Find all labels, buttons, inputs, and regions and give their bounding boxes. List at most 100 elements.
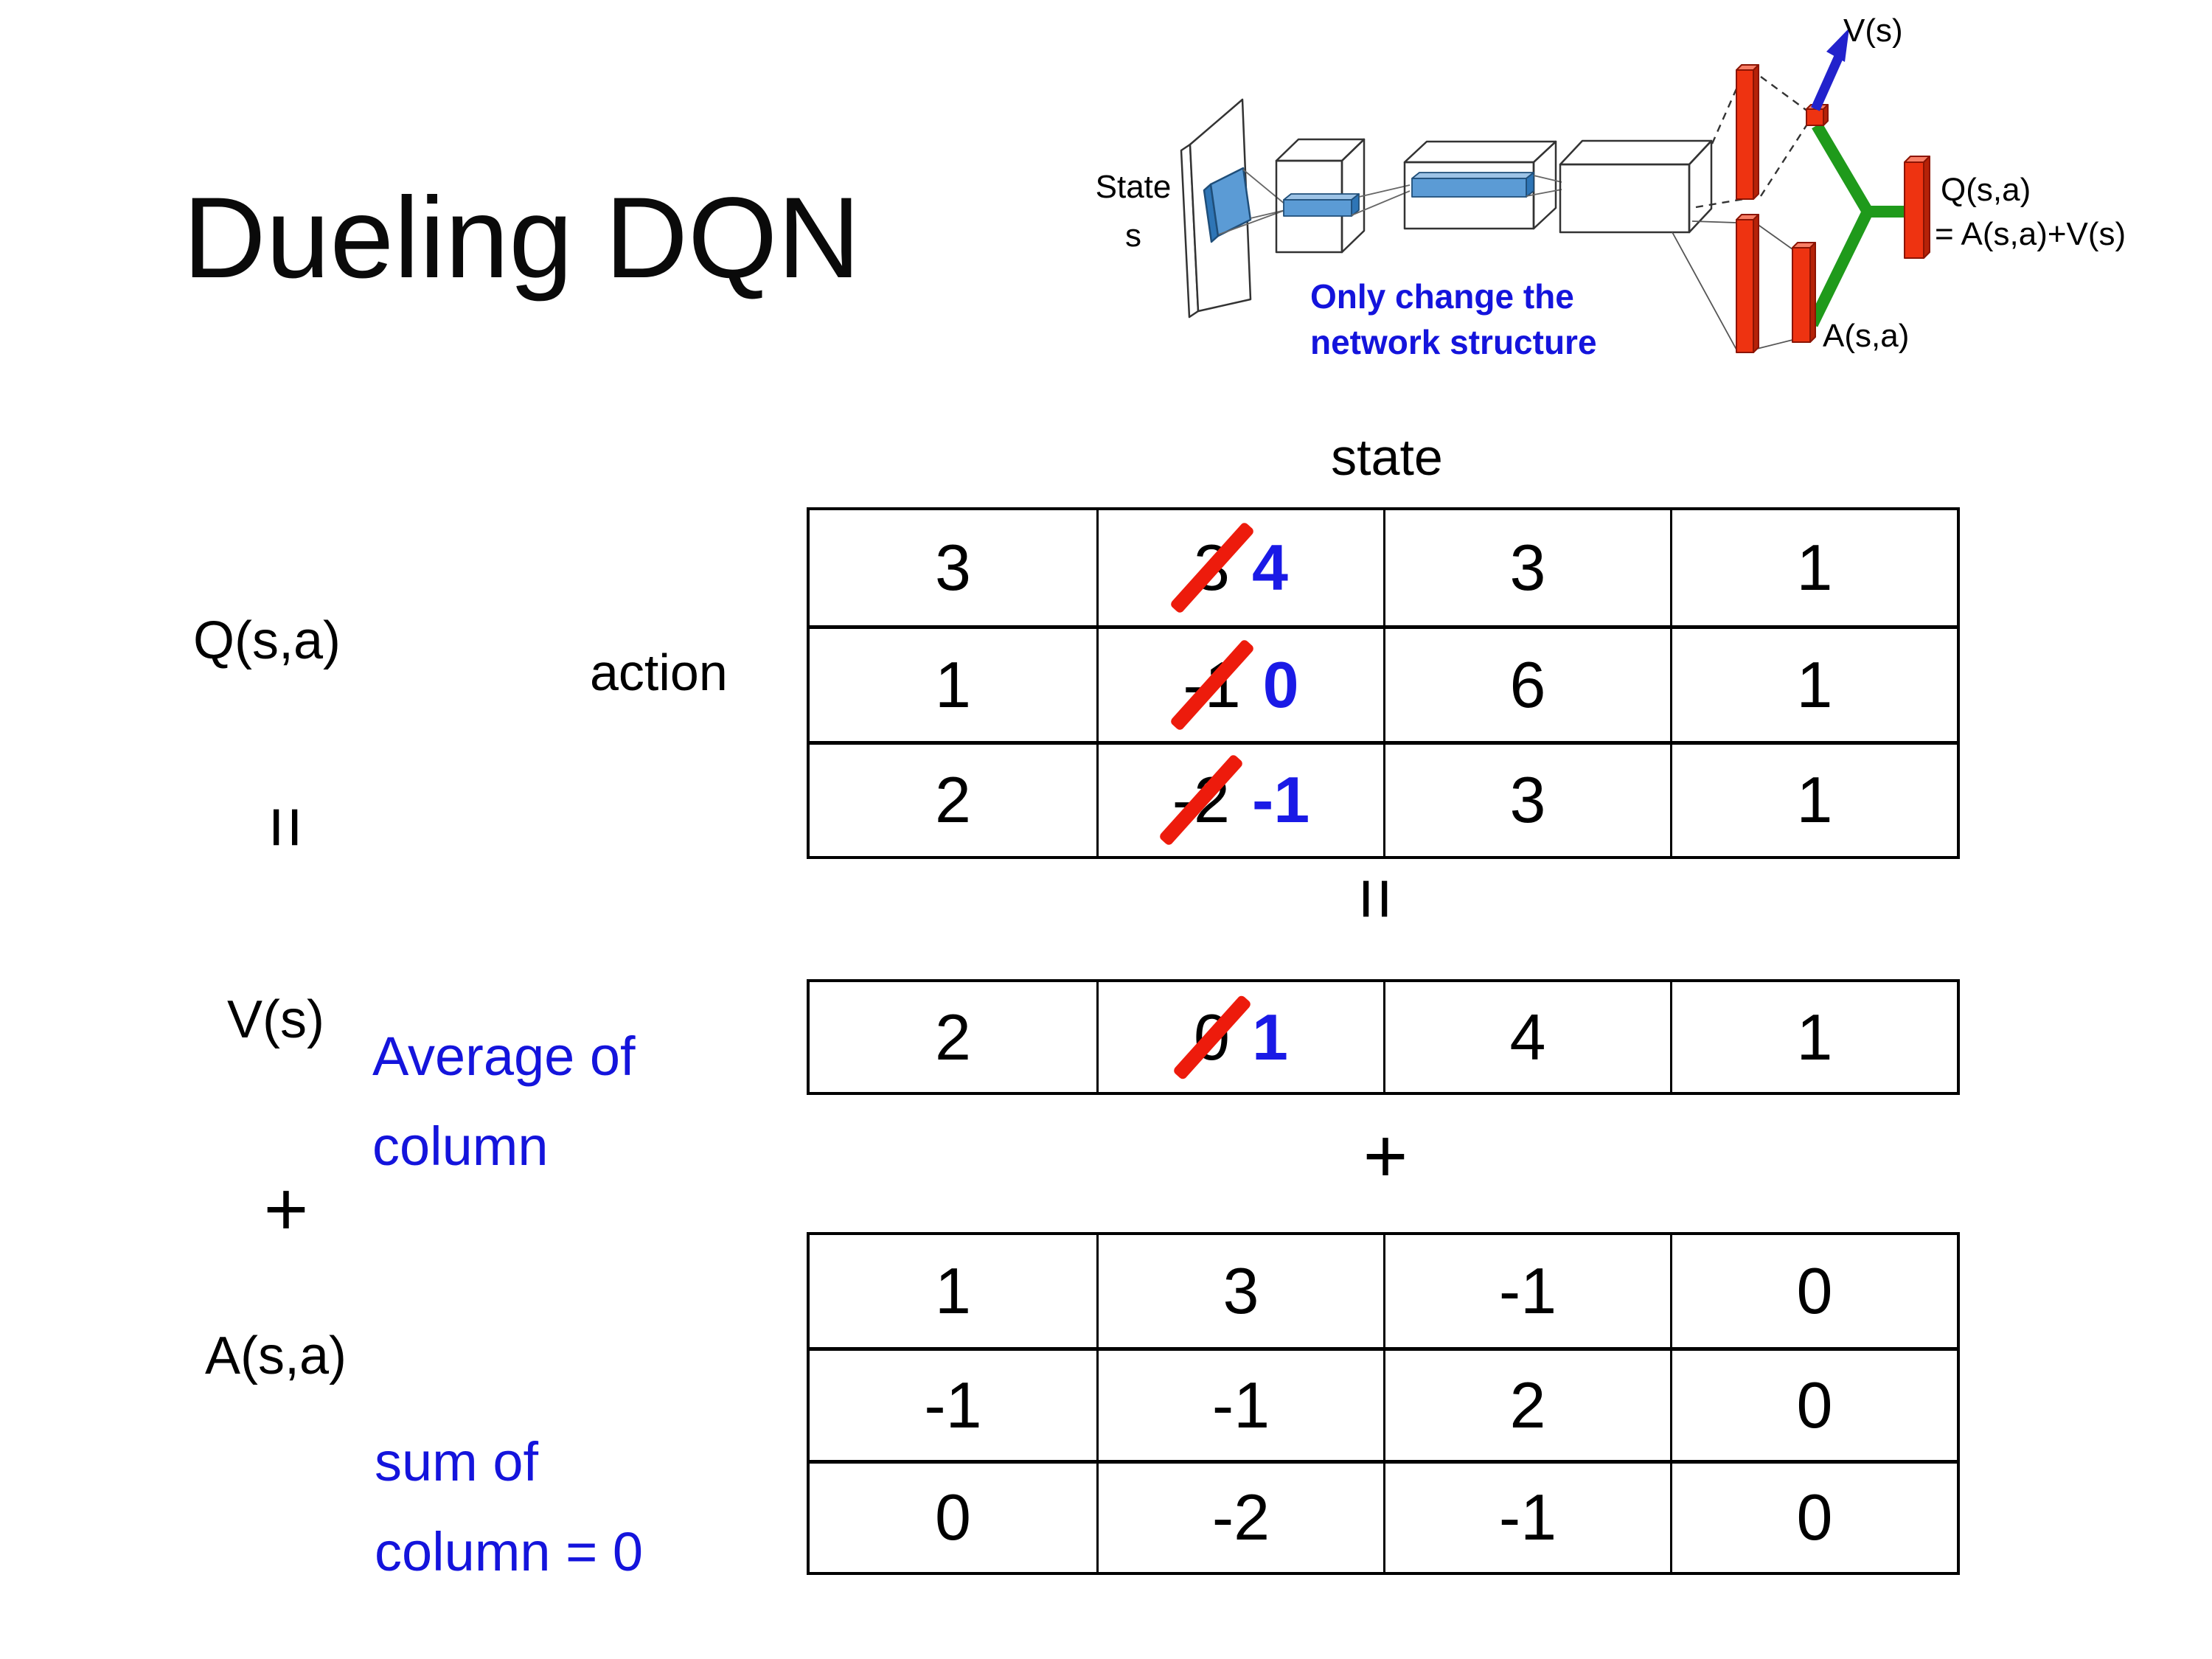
q-value: 1 xyxy=(935,647,971,721)
q-cell-r0c2: 3 xyxy=(1383,510,1670,626)
sum-of-column-note: sum of column = 0 xyxy=(375,1417,643,1597)
old-value-wrap: 0 xyxy=(1172,993,1252,1081)
q-cell-r0c1-crossed: 3 4 xyxy=(1096,510,1383,626)
feature-bar-1 xyxy=(1283,193,1360,217)
a-cell-r2c2: -1 xyxy=(1383,1459,1670,1572)
q-value: 1 xyxy=(1796,763,1833,837)
q-cell-r2c3: 1 xyxy=(1670,740,1957,856)
a-value: 0 xyxy=(1796,1254,1833,1328)
v-table: 2 0 1 4 1 xyxy=(807,979,1960,1095)
a-value: 1 xyxy=(935,1254,971,1328)
fc-bar-top xyxy=(1736,64,1759,200)
equals-rotated-middle: = xyxy=(1335,877,1418,921)
q-cell-r2c1-crossed: -2 -1 xyxy=(1096,740,1383,856)
q-value: 3 xyxy=(935,531,971,605)
state-input-label: State xyxy=(1096,169,1172,205)
network-diagram: State s V(s) Q(s,a) = A(s,a)+V(s) A(s,a)… xyxy=(1096,13,2126,361)
a-cell-r2c3: 0 xyxy=(1670,1459,1957,1572)
a-value: 2 xyxy=(1509,1368,1546,1441)
q-cell-r1c3: 1 xyxy=(1670,625,1957,741)
v-arrow-icon xyxy=(1811,28,1849,111)
fan-lines-1 xyxy=(1218,169,1286,235)
state-axis-label: state xyxy=(1331,428,1443,486)
v-cell-c2: 4 xyxy=(1383,982,1670,1092)
plus-sign-left: + xyxy=(263,1166,309,1252)
solid-connections xyxy=(1672,220,1793,350)
action-axis-label: action xyxy=(590,644,728,701)
q-cell-r0c0: 3 xyxy=(810,510,1096,625)
a-cell-r0c3: 0 xyxy=(1670,1235,1957,1348)
a-cell-r2c1: -2 xyxy=(1096,1459,1383,1572)
v-cell-c1-crossed: 0 1 xyxy=(1096,982,1383,1092)
fan-lines-3 xyxy=(1526,175,1562,197)
old-value-wrap: -2 xyxy=(1158,754,1245,847)
a-value: -1 xyxy=(1498,1254,1557,1328)
a-value: 3 xyxy=(1222,1254,1259,1328)
old-value-wrap: -1 xyxy=(1169,638,1255,732)
v-cell-c0: 2 xyxy=(810,982,1096,1092)
a-cell-r1c2: 2 xyxy=(1383,1347,1670,1460)
q-output-label-line2: = A(s,a)+V(s) xyxy=(1935,216,2126,252)
plus-sign-middle: + xyxy=(1363,1113,1408,1199)
equals-rotated-left: = xyxy=(245,805,328,849)
fan-lines-2 xyxy=(1351,184,1411,216)
a-value: -1 xyxy=(924,1368,982,1441)
a-table: 1 3 -1 0 -1 -1 2 0 0 -2 -1 0 xyxy=(807,1232,1960,1575)
a-cell-r0c0: 1 xyxy=(810,1235,1096,1347)
q-new-value: 0 xyxy=(1262,647,1299,721)
a-value: 0 xyxy=(935,1481,971,1554)
a-value: -2 xyxy=(1211,1481,1270,1554)
v-value: 4 xyxy=(1509,1000,1546,1074)
network-note-line2: network structure xyxy=(1310,323,1597,361)
a-cell-r1c0: -1 xyxy=(810,1347,1096,1459)
q-value: 1 xyxy=(1796,531,1833,605)
merge-link-green xyxy=(1806,122,1908,327)
a-value: -1 xyxy=(1498,1481,1557,1554)
a-cell-r2c0: 0 xyxy=(810,1459,1096,1572)
a-value: 0 xyxy=(1796,1368,1833,1441)
q-new-value: -1 xyxy=(1252,763,1310,837)
v-function-label: V(s) xyxy=(227,990,324,1049)
q-value: 3 xyxy=(1509,531,1546,605)
v-value: 1 xyxy=(1796,1000,1833,1074)
q-cell-r1c2: 6 xyxy=(1383,625,1670,741)
a-cell-r1c3: 0 xyxy=(1670,1347,1957,1460)
v-output-label: V(s) xyxy=(1843,13,1903,49)
a-value: -1 xyxy=(1211,1368,1270,1441)
q-value: 2 xyxy=(935,763,971,837)
v-new-value: 1 xyxy=(1252,1000,1288,1074)
network-note-line1: Only change the xyxy=(1310,277,1574,316)
a-value: 0 xyxy=(1796,1481,1833,1554)
average-note-line2: column xyxy=(372,1116,549,1178)
q-output-label-line1: Q(s,a) xyxy=(1941,172,2031,208)
a-cell-r0c1: 3 xyxy=(1096,1235,1383,1348)
a-cell-r1c1: -1 xyxy=(1096,1347,1383,1460)
q-function-label: Q(s,a) xyxy=(193,611,341,670)
dashed-connections xyxy=(1695,72,1809,209)
q-cell-r2c0: 2 xyxy=(810,740,1096,856)
fc-bar-bottom xyxy=(1736,214,1759,353)
slide-title: Dueling DQN xyxy=(183,174,861,302)
a-function-label: A(s,a) xyxy=(205,1326,347,1385)
a-output-label: A(s,a) xyxy=(1823,318,1909,354)
a-cell-r0c2: -1 xyxy=(1383,1235,1670,1348)
q-cell-r1c0: 1 xyxy=(810,625,1096,740)
state-input-label-s: s xyxy=(1125,218,1141,254)
average-note-line1: Average of xyxy=(372,1026,636,1087)
q-output-bar xyxy=(1904,156,1930,259)
v-cell-c3: 1 xyxy=(1670,982,1957,1092)
q-new-value: 4 xyxy=(1252,531,1288,605)
q-cell-r2c2: 3 xyxy=(1383,740,1670,856)
feature-bar-2 xyxy=(1411,172,1534,198)
a-vector-bar xyxy=(1792,242,1816,343)
q-value: 1 xyxy=(1796,647,1833,721)
q-value: 3 xyxy=(1509,763,1546,837)
conv-box-3 xyxy=(1559,139,1713,234)
q-table: 3 3 4 3 1 1 -1 0 6 1 2 -2 -1 xyxy=(807,507,1960,859)
q-value: 6 xyxy=(1509,647,1546,721)
q-cell-r1c1-crossed: -1 0 xyxy=(1096,625,1383,741)
sum-note-line1: sum of xyxy=(375,1431,539,1492)
v-value: 2 xyxy=(935,1000,971,1074)
sum-note-line2: column = 0 xyxy=(375,1521,644,1583)
